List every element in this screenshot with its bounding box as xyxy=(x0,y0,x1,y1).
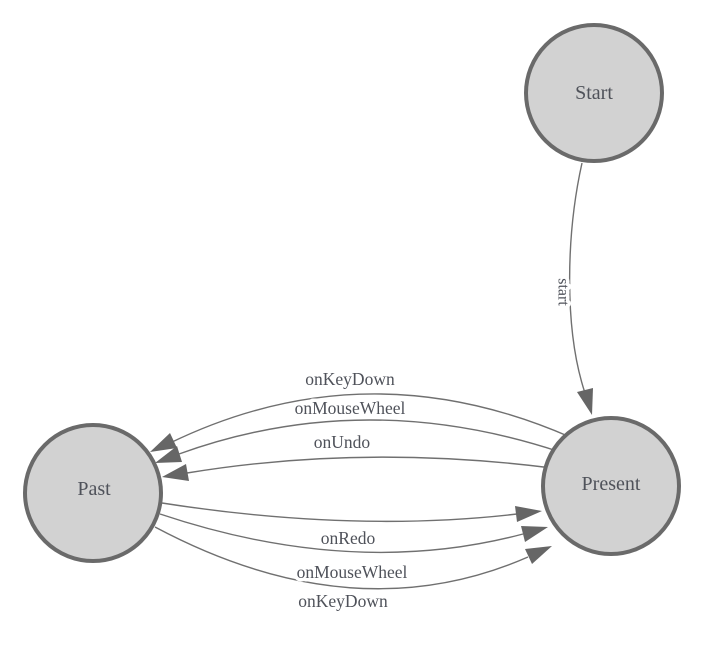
edge-past-to-present-onredo[interactable] xyxy=(161,502,518,523)
edge-present-to-past-onmousewheel[interactable] xyxy=(178,419,561,455)
state-node-present[interactable]: Present xyxy=(541,416,681,556)
arrowhead-past-to-present-onmousewheel xyxy=(521,526,548,542)
edge-past-to-present-onmousewheel[interactable] xyxy=(159,513,524,554)
state-node-start-circle[interactable] xyxy=(524,23,664,163)
state-node-present-label: Present xyxy=(582,473,641,495)
state-node-start[interactable]: Start xyxy=(524,23,664,163)
state-node-past-label: Past xyxy=(77,478,111,500)
arrowhead-past-to-present-onkeydown xyxy=(525,546,552,564)
edge-start-to-present[interactable] xyxy=(568,162,586,394)
edges-group xyxy=(150,162,593,590)
edge-label-onmousewheel-top: onMouseWheel xyxy=(295,398,406,418)
state-node-present-circle[interactable] xyxy=(541,416,681,556)
state-node-start-label: Start xyxy=(575,82,613,104)
edge-label-onmousewheel-bottom: onMouseWheel xyxy=(297,562,408,582)
arrowhead-start-to-present xyxy=(577,388,593,415)
arrowhead-present-to-past-onmousewheel xyxy=(155,446,182,463)
state-node-past[interactable]: Past xyxy=(23,423,163,563)
arrowhead-present-to-past-onkeydown xyxy=(150,433,177,452)
edge-label-onredo: onRedo xyxy=(321,528,376,548)
state-node-past-circle[interactable] xyxy=(23,423,163,563)
nodes-group: Start Present Past xyxy=(23,23,681,563)
edge-present-to-past-onundo[interactable] xyxy=(186,456,553,474)
edge-label-onkeydown-bottom: onKeyDown xyxy=(298,591,388,611)
arrowhead-present-to-past-onundo xyxy=(162,464,189,481)
edge-label-start: start xyxy=(555,278,572,306)
edge-present-to-past-onkeydown[interactable] xyxy=(169,393,571,444)
arrowhead-past-to-present-onredo xyxy=(515,506,542,522)
edge-label-onundo: onUndo xyxy=(314,432,371,452)
edge-past-to-present-onkeydown[interactable] xyxy=(154,526,529,590)
edge-labels-group: start onKeyDown onMouseWheel onUndo onRe… xyxy=(291,275,575,615)
edge-label-onkeydown-top: onKeyDown xyxy=(305,369,395,389)
